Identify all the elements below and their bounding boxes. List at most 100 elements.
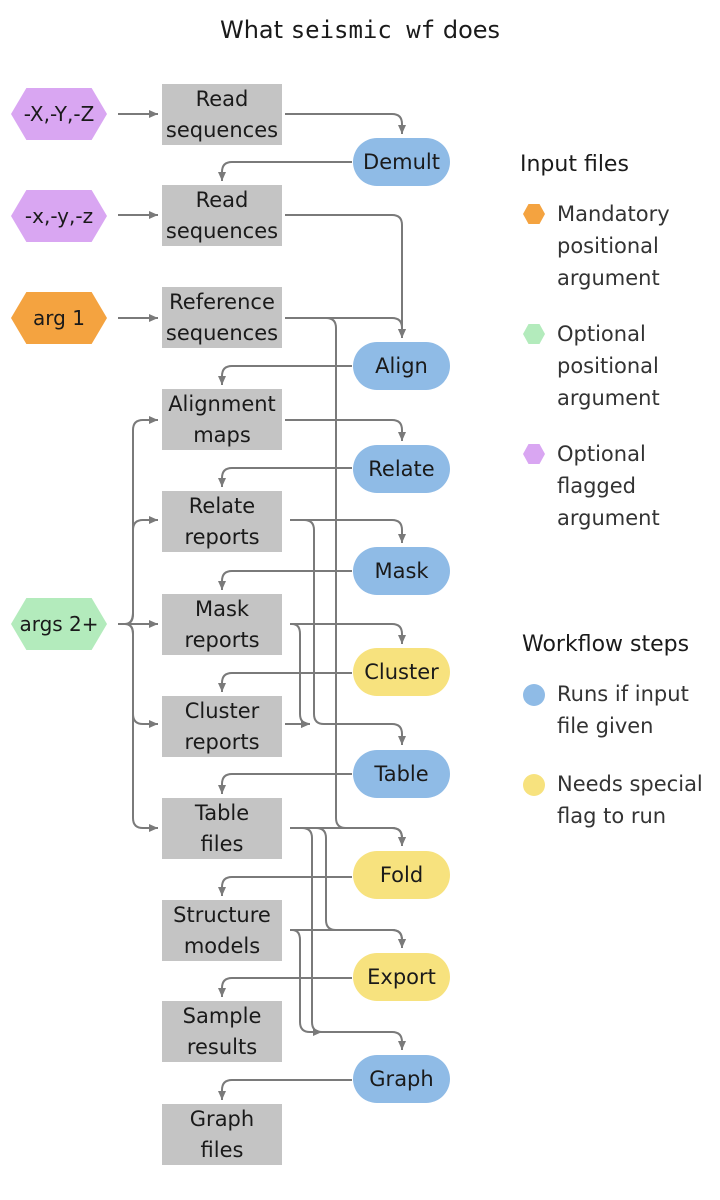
file-table-files: Table files	[162, 798, 282, 859]
step-graph-label: Graph	[369, 1067, 434, 1091]
input-arg1-label: arg 1	[33, 306, 85, 330]
legend-line: Optional	[557, 322, 646, 346]
file-alignment-maps: Alignment maps	[162, 389, 282, 450]
file-label-line2: files	[200, 1137, 244, 1162]
step-cluster-label: Cluster	[364, 660, 439, 684]
file-mask-reports: Mask reports	[162, 594, 282, 655]
file-label-line2: reports	[184, 729, 260, 754]
file-reference-sequences: Reference sequences	[162, 287, 282, 348]
mandatory-hexagon-icon	[523, 204, 545, 224]
arrow-read1-to-demult	[285, 113, 406, 134]
step-fold-label: Fold	[379, 863, 424, 887]
file-label-line1: Graph	[189, 1106, 255, 1131]
legend-line: flagged	[557, 474, 637, 498]
legend-optional-positional: Optional positional argument	[557, 318, 660, 414]
legend-workflow-heading: Workflow steps	[522, 632, 690, 657]
file-cluster-reports: Cluster reports	[162, 696, 282, 757]
legend-line: Runs if input	[557, 682, 689, 706]
title-prefix: What	[219, 16, 284, 44]
step-align-label: Align	[375, 354, 428, 378]
file-label-line2: reports	[184, 524, 260, 549]
file-label-line2: results	[186, 1034, 258, 1059]
legend-optional-flagged: Optional flagged argument	[557, 438, 660, 534]
arrow-maskreports-to-cluster	[290, 623, 406, 644]
arrow-table-to-tablefiles	[218, 773, 352, 794]
file-label-line2: sequences	[165, 320, 279, 345]
legend-line: argument	[557, 266, 660, 290]
file-label-line1: Reference	[169, 289, 275, 314]
input-args2-label: args 2+	[19, 612, 99, 636]
legend-line: argument	[557, 386, 660, 410]
input-xyz-lower-label: -x,-y,-z	[24, 204, 94, 228]
input-args2: args 2+	[11, 598, 107, 650]
arrow-mask-to-maskreports	[218, 570, 352, 590]
arrow-relate-to-relatereports	[218, 467, 352, 487]
legend-line: positional	[557, 354, 659, 378]
file-label-line1: Structure	[173, 902, 271, 927]
file-label-line1: Read	[195, 86, 249, 111]
step-export: Export	[353, 953, 450, 1001]
special-flag-circle-icon	[523, 774, 545, 796]
step-align: Align	[353, 342, 450, 390]
arrow-structure-to-graph	[290, 929, 322, 1036]
file-sample-results: Sample results	[162, 1001, 282, 1062]
title-suffix: does	[442, 16, 501, 44]
arrow-fold-to-structure	[218, 876, 352, 896]
arrow-relatereports-to-mask	[290, 519, 406, 543]
step-fold: Fold	[353, 851, 450, 899]
legend-runs: Runs if input file given	[557, 678, 689, 742]
step-table: Table	[353, 750, 450, 798]
file-label-line1: Mask	[194, 596, 250, 621]
file-label-line2: models	[183, 933, 261, 958]
file-label-line1: Sample	[182, 1003, 262, 1028]
arrow-tablefiles-to-fold	[290, 827, 406, 846]
step-graph: Graph	[353, 1055, 450, 1103]
input-xyz-upper: -X,-Y,-Z	[11, 88, 107, 140]
step-relate-label: Relate	[368, 457, 435, 481]
file-structure-models: Structure models	[162, 900, 282, 961]
step-demult: Demult	[353, 138, 450, 186]
file-label-line2: maps	[193, 422, 251, 447]
file-label-line2: reports	[184, 627, 260, 652]
legend-mandatory: Mandatory positional argument	[557, 198, 670, 294]
file-label-line1: Relate	[188, 493, 256, 518]
step-cluster: Cluster	[353, 648, 450, 696]
file-label-line2: sequences	[165, 117, 279, 142]
step-mask: Mask	[353, 547, 450, 595]
legend-line: flag to run	[557, 804, 667, 828]
arrow-ref-to-align	[285, 317, 406, 338]
arrow-alignmaps-to-relate	[285, 419, 406, 441]
legend-line: positional	[557, 234, 659, 258]
arrow-relatereports-to-table	[290, 519, 406, 745]
file-label-line1: Read	[195, 187, 249, 212]
legend-line: file given	[557, 714, 654, 738]
file-label-line1: Table	[194, 800, 250, 825]
file-label-line1: Alignment	[168, 391, 276, 416]
file-label-line1: Cluster	[184, 698, 260, 723]
step-export-label: Export	[367, 965, 436, 989]
legend-input-heading: Input files	[520, 152, 629, 177]
arrow-args2-to-relate-reports	[118, 516, 158, 625]
arrow-args2-to-table-files	[118, 623, 158, 832]
input-xyz-lower: -x,-y,-z	[11, 190, 107, 242]
file-graph-files: Graph files	[162, 1104, 282, 1165]
step-table-label: Table	[374, 762, 429, 786]
file-label-line2: sequences	[165, 218, 279, 243]
arrow-align-to-alignmaps	[218, 365, 352, 385]
legend-line: Needs special	[557, 772, 703, 796]
legend-special: Needs special flag to run	[557, 768, 703, 832]
runs-circle-icon	[523, 684, 545, 706]
file-read-sequences-1: Read sequences	[162, 84, 282, 145]
optional-positional-hexagon-icon	[523, 324, 545, 344]
step-relate: Relate	[353, 445, 450, 493]
input-arg1: arg 1	[11, 292, 107, 344]
title-command: seismic wf	[290, 16, 436, 44]
file-relate-reports: Relate reports	[162, 491, 282, 552]
step-demult-label: Demult	[363, 150, 440, 174]
arrow-demult-to-read2	[218, 161, 352, 181]
arrow-graph-to-graphfiles	[218, 1079, 352, 1100]
file-label-line2: files	[200, 831, 244, 856]
arrow-cluster-to-clusterreports	[218, 672, 352, 692]
arrow-args2-to-cluster-reports	[118, 623, 158, 728]
